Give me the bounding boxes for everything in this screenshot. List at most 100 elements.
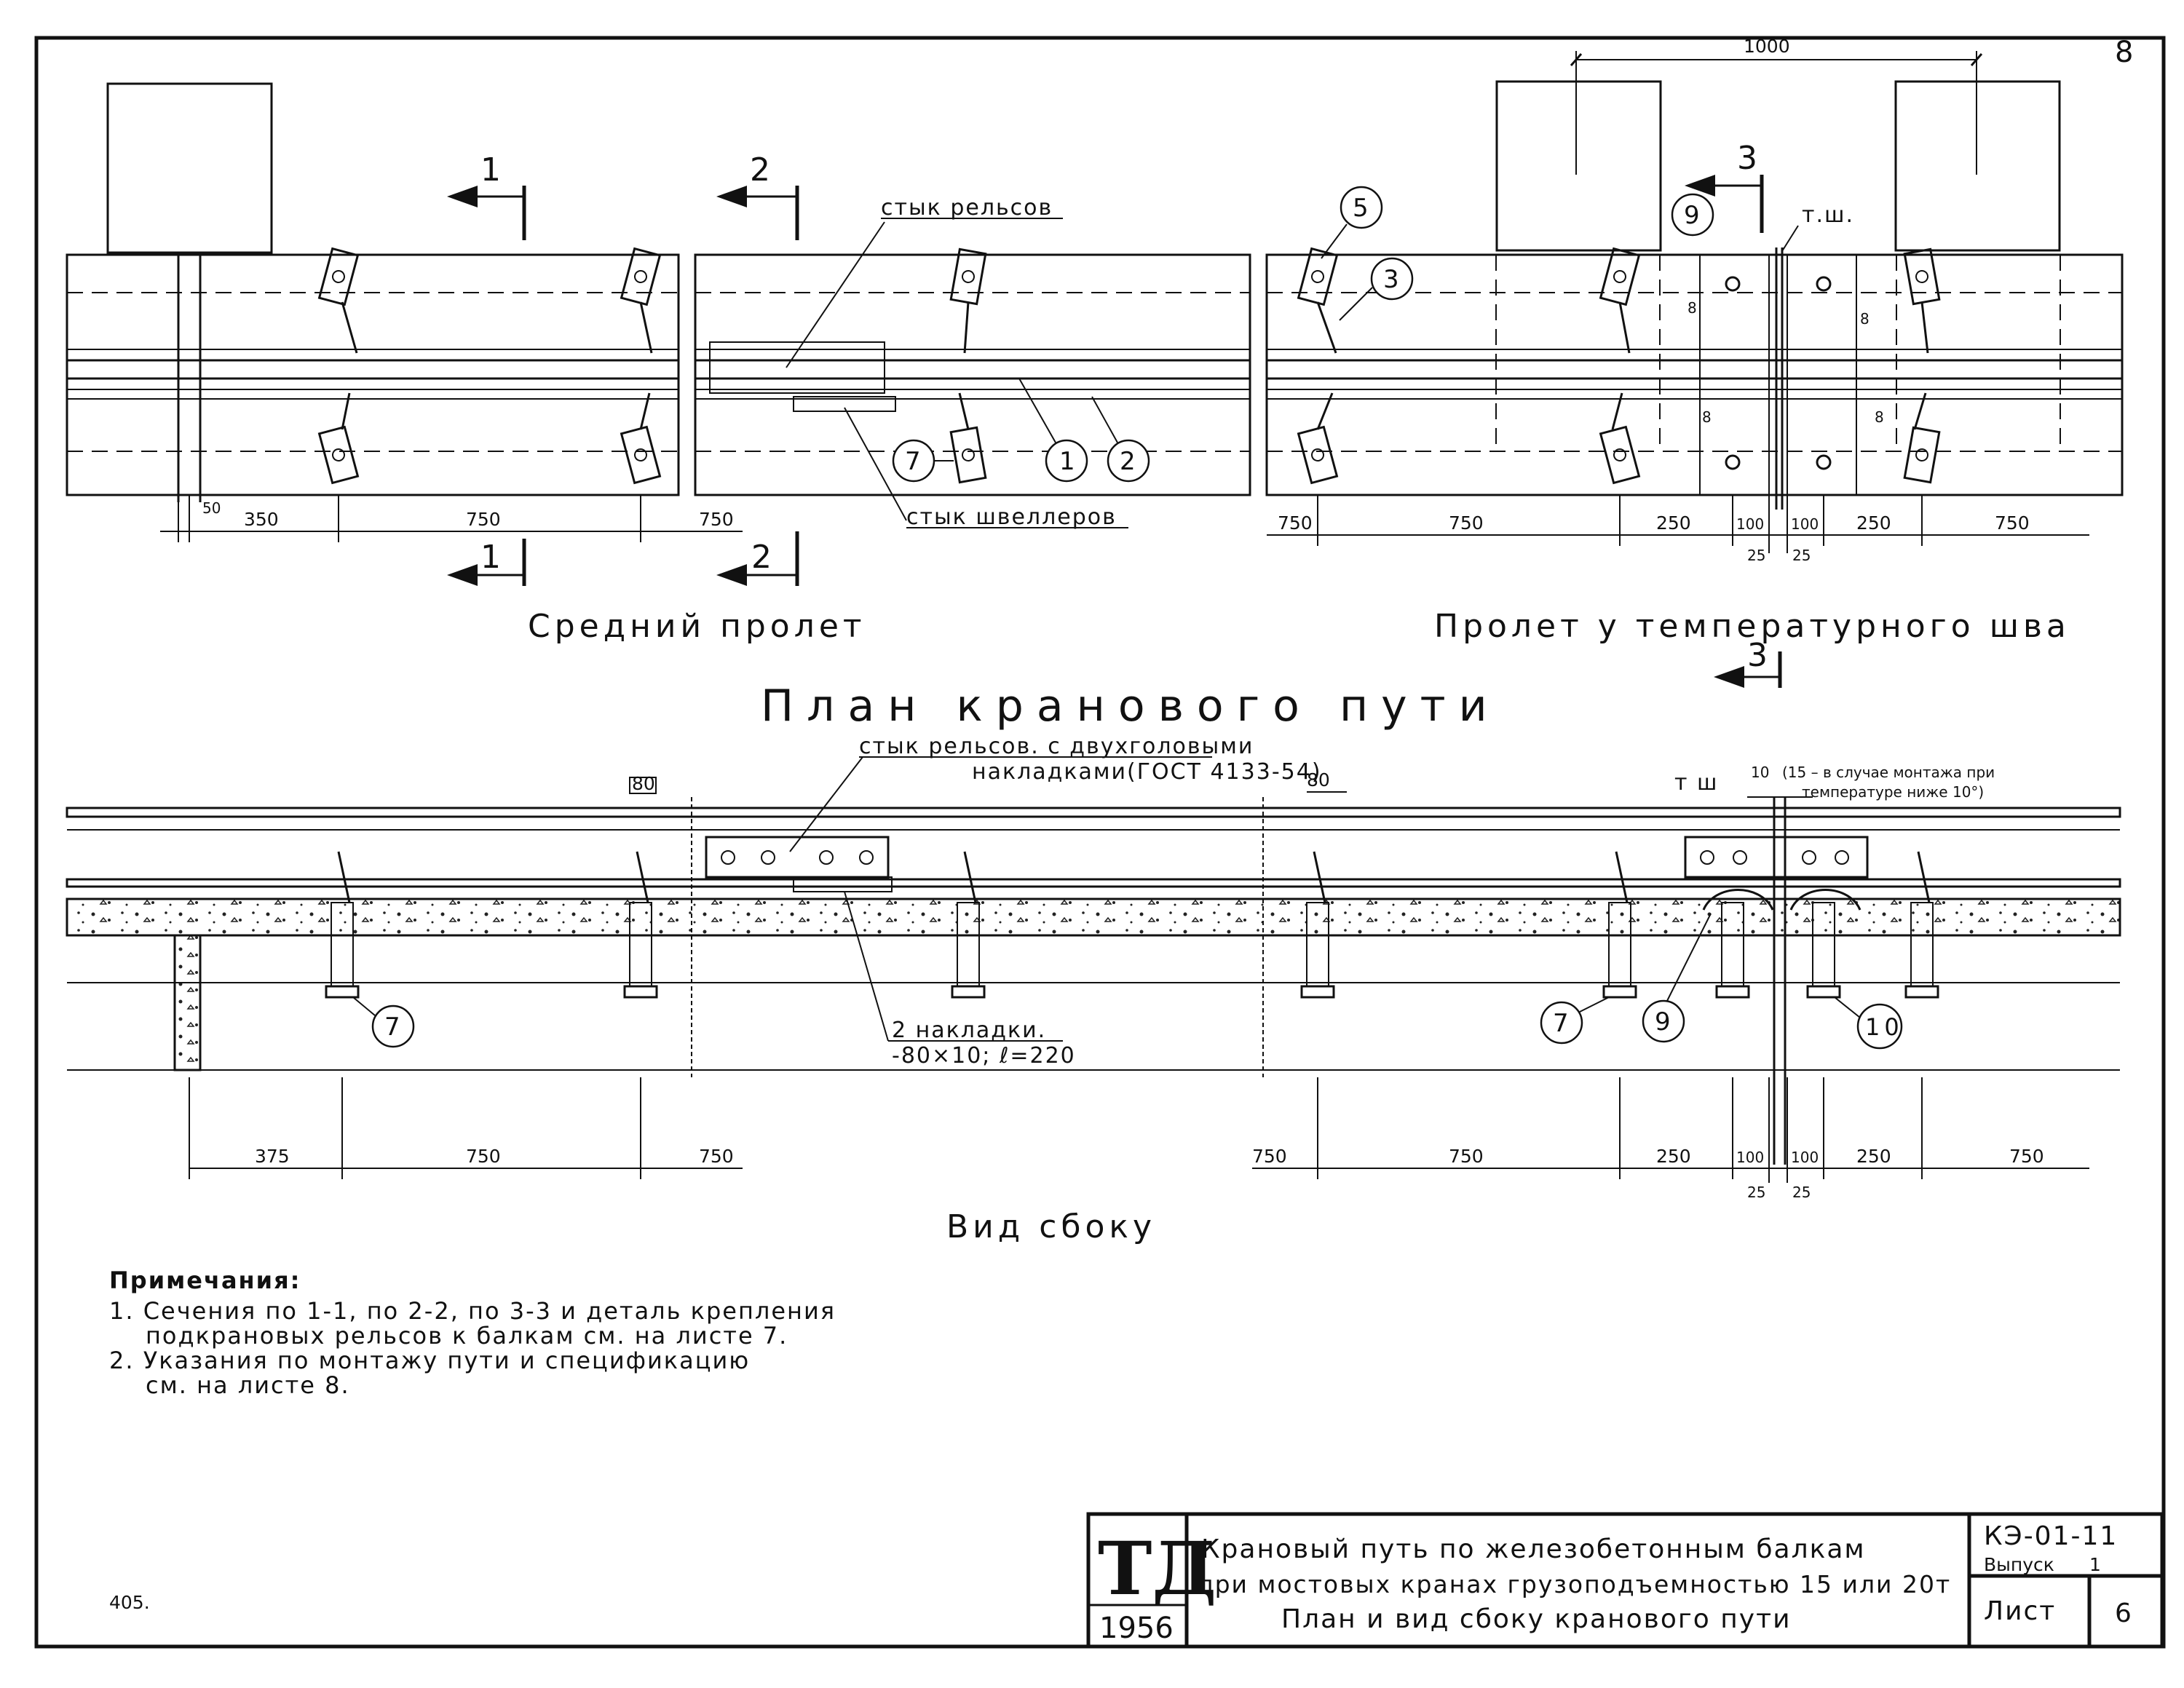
section-mark-1-bottom: 1 (447, 539, 526, 586)
svg-text:100: 100 (1791, 1149, 1819, 1166)
side-callout-10: 10 (1834, 996, 1903, 1050)
tb-code: КЭ-01-11 (1984, 1521, 2118, 1551)
svg-text:100: 100 (1736, 1149, 1764, 1166)
note-line-3: 2. Указания по монтажу пути и спецификац… (109, 1347, 750, 1374)
callout-7: 7 (892, 439, 954, 483)
rail-joint-label: стык рельсов (881, 195, 1053, 221)
svg-text:250: 250 (1856, 1146, 1891, 1167)
detail-mark: 8 (1875, 408, 1884, 426)
side-tsh-label: т ш (1674, 770, 1718, 796)
svg-text:250: 250 (1656, 512, 1691, 534)
svg-text:7: 7 (1553, 1009, 1573, 1038)
svg-text:100: 100 (1791, 515, 1819, 533)
side-view: стык рельсов. с двухголовыми накладками(… (66, 734, 2121, 1245)
svg-text:9: 9 (1655, 1007, 1675, 1037)
tb-issue-label: Выпуск (1984, 1554, 2054, 1575)
channel-joint-label: стык швеллеров (906, 504, 1117, 530)
svg-text:750: 750 (1995, 512, 2030, 534)
svg-text:750: 750 (2009, 1146, 2044, 1167)
svg-text:2: 2 (750, 151, 775, 189)
tb-title-line1: Крановый путь по железобетонным балкам (1201, 1534, 1866, 1564)
side-rail (66, 807, 2121, 888)
title-block: ТД 1956 Крановый путь по железобетонным … (1086, 1512, 2164, 1649)
tb-year: 1956 (1099, 1612, 1174, 1645)
svg-text:1: 1 (480, 539, 505, 576)
tb-logo: ТД (1098, 1526, 1216, 1612)
plan-tsh-label: т.ш. (1802, 202, 1854, 228)
anchor-bolts (325, 851, 1939, 999)
plan-title: План кранового пути (761, 681, 1500, 732)
gap-note-2: температуре ниже 10°) (1802, 783, 1984, 801)
callout-2: 2 (1091, 396, 1150, 483)
side-callout-7b: 7 (1540, 996, 1610, 1045)
gap-note-1: (15 – в случае монтажа при (1782, 764, 1995, 781)
dim-80-right: 80 (1307, 769, 1330, 790)
detail-mark: 8 (1688, 299, 1697, 317)
section-mark-3-top: 3 (1685, 140, 1764, 233)
svg-text:750: 750 (466, 1146, 501, 1167)
svg-text:7: 7 (384, 1013, 405, 1042)
svg-text:1000: 1000 (1744, 36, 1790, 57)
svg-text:750: 750 (466, 509, 501, 530)
tb-issue-value: 1 (2089, 1554, 2101, 1575)
svg-text:750: 750 (1252, 1146, 1287, 1167)
svg-text:1: 1 (480, 151, 505, 189)
rail-clamps-plan (317, 247, 1941, 485)
section-mark-1-top: 1 (447, 151, 526, 240)
side-rail-joint-label-2: накладками(ГОСТ 4133-54) (972, 759, 1322, 785)
plan-beam-middle (694, 253, 1251, 496)
svg-text:250: 250 (1856, 512, 1891, 534)
svg-text:100: 100 (1736, 515, 1764, 533)
tb-title-line2: при мостовых кранах грузоподъемностью 15… (1198, 1570, 1951, 1598)
section-mark-2-top: 2 (716, 151, 799, 240)
svg-text:3: 3 (1737, 140, 1762, 177)
column-right-2 (1894, 80, 2061, 252)
note-line-1: 1. Сечения по 1-1, по 2-2, по 3-3 и дета… (109, 1297, 836, 1325)
svg-text:750: 750 (699, 509, 734, 530)
side-callout-9: 9 (1642, 913, 1712, 1043)
note-line-4: см. на листе 8. (146, 1371, 350, 1399)
svg-text:750: 750 (1449, 1146, 1484, 1167)
side-view-title: Вид сбоку (946, 1208, 1156, 1245)
joint-span-label: Пролет у температурного шва (1434, 608, 2070, 645)
svg-text:375: 375 (255, 1146, 290, 1167)
svg-text:3: 3 (1747, 637, 1772, 674)
plan-view: стык рельсов стык швеллеров 1 2 1 2 (66, 36, 2124, 732)
sheet-number: 8 (2115, 36, 2137, 69)
plan-top-dimension: 1000 (1570, 36, 1983, 175)
svg-text:25: 25 (1747, 1184, 1765, 1201)
svg-text:5: 5 (1353, 194, 1373, 223)
svg-text:50: 50 (202, 499, 221, 517)
svg-text:9: 9 (1684, 201, 1704, 230)
tb-title-line3: План и вид сбоку кранового пути (1281, 1604, 1791, 1634)
column-web (173, 934, 202, 1071)
svg-text:750: 750 (1449, 512, 1484, 534)
side-dims-left: 375 750 750 (189, 1077, 743, 1179)
svg-text:1: 1 (1059, 447, 1080, 476)
margin-mark: 405. (109, 1592, 150, 1613)
svg-text:25: 25 (1747, 547, 1765, 564)
plan-dims-left: 50 350 750 750 (160, 495, 743, 542)
tb-sheet-value: 6 (2115, 1598, 2133, 1628)
callout-5: 5 (1321, 186, 1383, 259)
svg-text:7: 7 (905, 447, 925, 476)
callout-3: 3 (1339, 257, 1414, 321)
svg-text:750: 750 (699, 1146, 734, 1167)
svg-text:2: 2 (1120, 447, 1140, 476)
plates-label-1: 2 накладки. (892, 1018, 1046, 1043)
plan-beam-right (1265, 247, 2124, 510)
notes: Примечания: 1. Сечения по 1-1, по 2-2, п… (109, 1267, 836, 1399)
svg-text:2: 2 (751, 539, 776, 576)
side-rail-joint-label-1: стык рельсов. с двухголовыми (859, 734, 1254, 759)
tb-sheet-label: Лист (1984, 1596, 2056, 1626)
svg-text:3: 3 (1383, 265, 1404, 294)
concrete-slab (66, 898, 2121, 937)
detail-mark: 8 (1860, 310, 1870, 328)
svg-text:350: 350 (244, 509, 279, 530)
svg-text:250: 250 (1656, 1146, 1691, 1167)
side-dims-right: 750 750 250 100 100 250 750 25 25 (1252, 1077, 2089, 1201)
callout-1: 1 (1018, 378, 1088, 483)
plan-dims-right: 750 750 250 100 100 250 750 25 25 (1267, 495, 2089, 564)
gap-dim: 10 (1751, 764, 1769, 781)
